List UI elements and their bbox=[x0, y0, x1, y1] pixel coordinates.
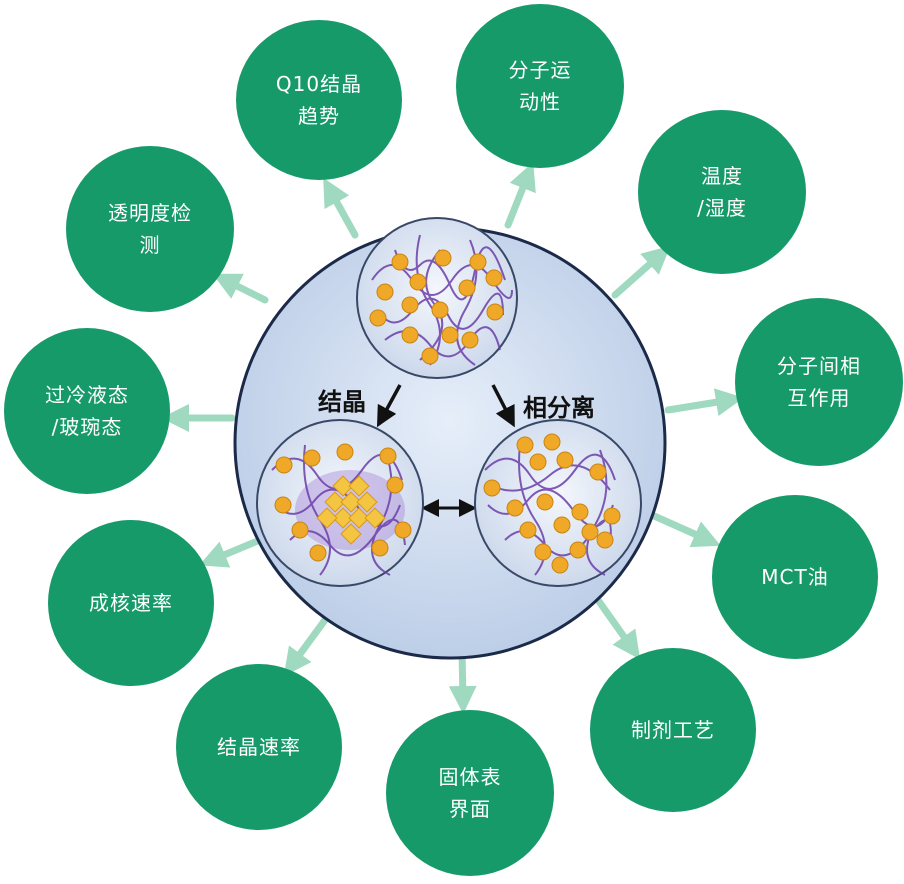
arrow-crystallize bbox=[376, 384, 402, 428]
arrow-to-cryst-rate bbox=[283, 616, 329, 677]
node-crystallization-rate: 结晶速率 bbox=[176, 664, 342, 830]
arrow-to-mct bbox=[648, 511, 721, 548]
label-phase-separation: 相分离 bbox=[523, 394, 595, 422]
crystal-subcircle bbox=[256, 419, 424, 587]
phase-separation-subcircle bbox=[474, 419, 642, 587]
arrow-to-q10 bbox=[323, 177, 359, 239]
node-temperature-humidity: 温度 /湿度 bbox=[638, 110, 806, 274]
arrow-to-mobility bbox=[504, 162, 536, 229]
node-formulation-process: 制剂工艺 bbox=[590, 648, 756, 812]
top-subcircle bbox=[356, 217, 518, 379]
label-crystallization: 结晶 bbox=[318, 388, 366, 416]
node-q10-crystallization-trend: Q10结晶 趋势 bbox=[236, 20, 402, 180]
arrow-phase-separation bbox=[491, 384, 515, 428]
arrow-to-interaction bbox=[664, 388, 744, 417]
node-molecular-mobility: 分子运 动性 bbox=[456, 4, 624, 168]
arrow-to-transparency bbox=[212, 273, 269, 304]
arrow-to-process bbox=[594, 596, 641, 660]
node-mct-oil: MCT油 bbox=[712, 495, 878, 659]
node-molecular-interaction: 分子间相 互作用 bbox=[735, 298, 903, 466]
node-solid-interface: 固体表 界面 bbox=[386, 710, 554, 876]
arrow-to-nucleation bbox=[199, 536, 264, 568]
arrow-to-temp bbox=[611, 245, 671, 299]
node-transparency-detection: 透明度检 测 bbox=[66, 146, 234, 312]
node-supercooled-glassy: 过冷液态 /玻琬态 bbox=[4, 328, 170, 494]
node-nucleation-rate: 成核速率 bbox=[48, 520, 214, 686]
